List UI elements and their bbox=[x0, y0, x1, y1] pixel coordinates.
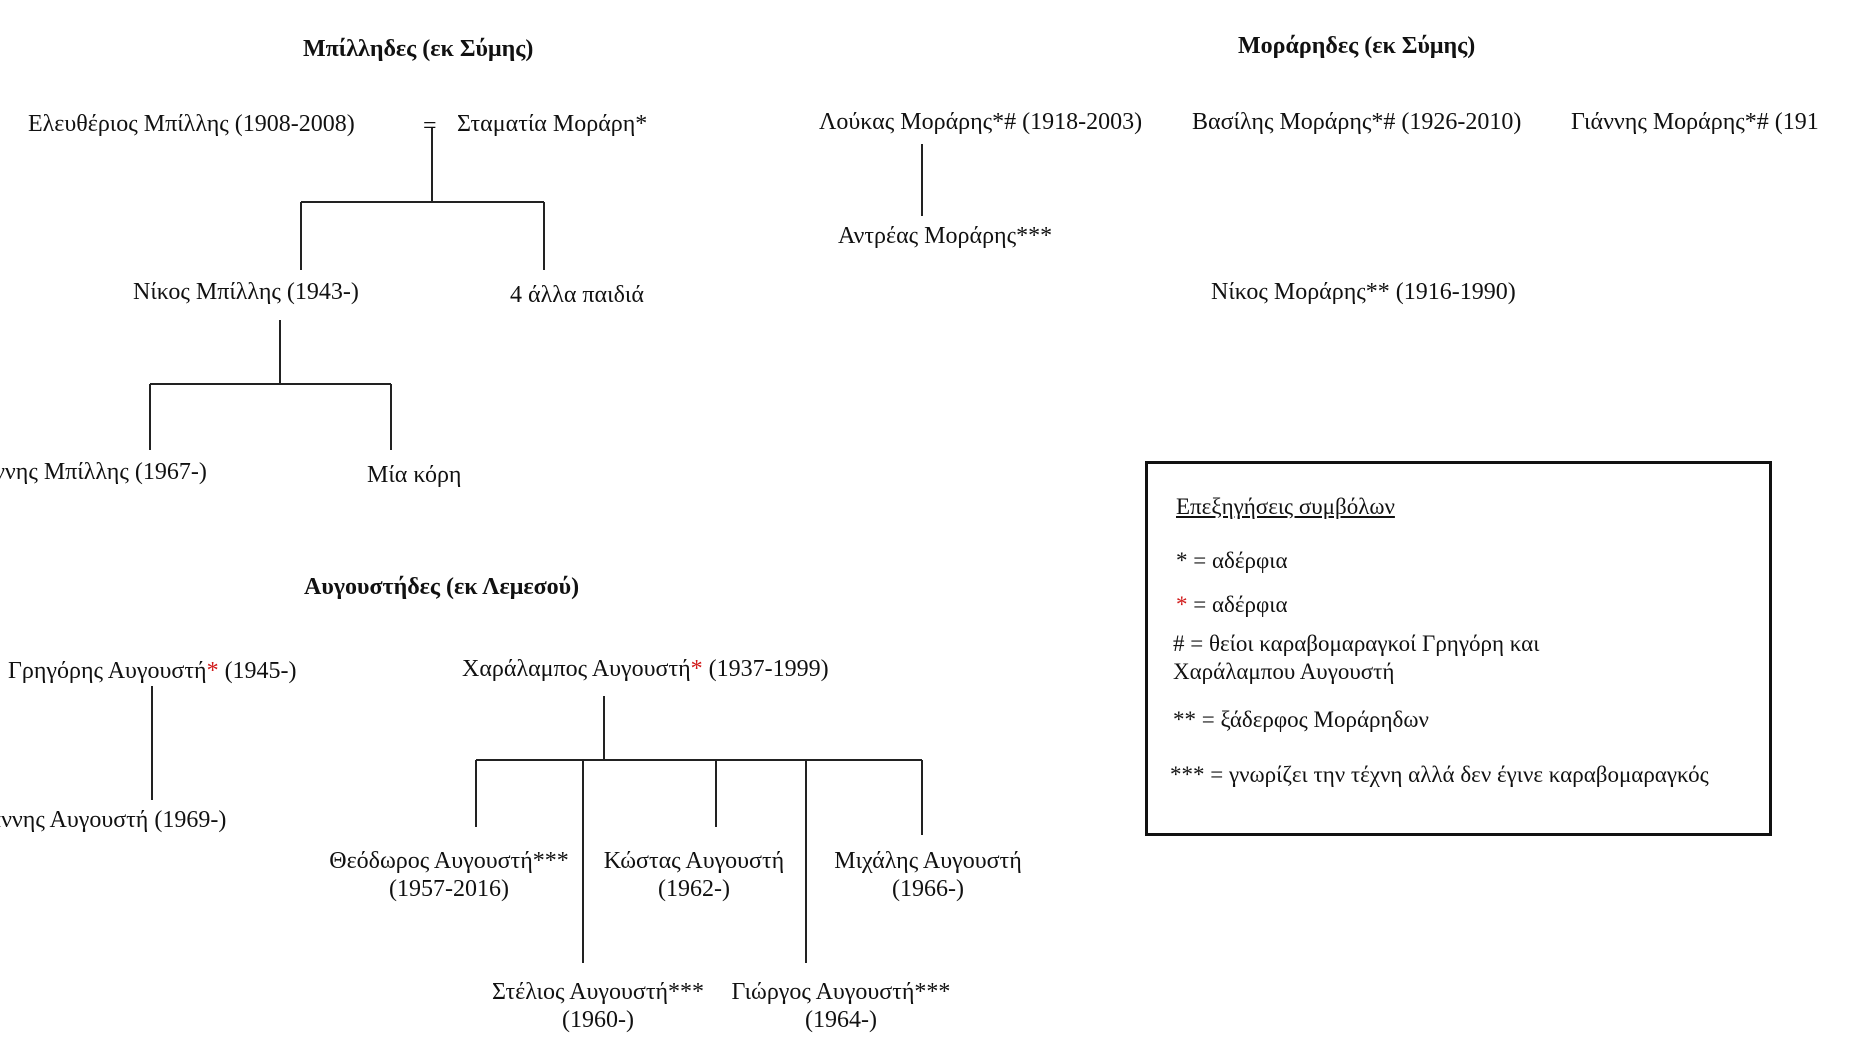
person-antreas-moraris: Αντρέας Μοράρης*** bbox=[838, 223, 1053, 249]
morarides-title: Μοράρηδες (εκ Σύμης) bbox=[1238, 33, 1476, 59]
legend-text: = αδέρφια bbox=[1187, 592, 1288, 617]
charalambos-red-mark: * bbox=[690, 656, 703, 682]
charalambos-name: Χαράλαμπος Αυγουστή bbox=[462, 656, 691, 682]
other-children: 4 άλλα παιδιά bbox=[510, 282, 644, 308]
grigoris-name: Γρηγόρης Αυγουστή bbox=[8, 658, 207, 684]
legend-row-uncles: # = θείοι καραβομαραγκοί Γρηγόρη και Χαρ… bbox=[1173, 630, 1539, 686]
person-years: (1962-) bbox=[658, 876, 730, 902]
person-giannis-moraris: Γιάννης Μοράρης*# (191 bbox=[1571, 109, 1819, 135]
legend-text: = αδέρφια bbox=[1187, 548, 1288, 573]
person-name: Κώστας Αυγουστή bbox=[603, 848, 785, 874]
legend-symbol-red-star: * bbox=[1176, 592, 1188, 617]
person-name: Θεόδωρος Αυγουστή*** bbox=[329, 848, 569, 874]
person-kostas-avgousti: Κώστας Αυγουστή (1962-) bbox=[584, 847, 804, 903]
person-grigoris-avgousti: Γρηγόρης Αυγουστή* (1945-) bbox=[8, 657, 297, 685]
person-vasilis-moraris: Βασίλης Μοράρης*# (1926-2010) bbox=[1192, 109, 1522, 135]
person-years: (1966-) bbox=[892, 876, 964, 902]
legend-text-line1: # = θείοι καραβομαραγκοί Γρηγόρη και bbox=[1173, 631, 1540, 656]
grigoris-years: (1945-) bbox=[218, 658, 297, 684]
person-stamatia-morari: Σταματία Μοράρη* bbox=[457, 111, 648, 137]
legend-symbol-star: * bbox=[1176, 548, 1188, 573]
person-years: (1964-) bbox=[805, 1007, 877, 1033]
legend-row-siblings: * = αδέρφια bbox=[1176, 547, 1288, 575]
legend-title: Επεξηγήσεις συμβόλων bbox=[1176, 494, 1395, 519]
person-name: Στέλιος Αυγουστή*** bbox=[491, 979, 705, 1005]
person-loukas-moraris: Λούκας Μοράρης*# (1918-2003) bbox=[819, 109, 1143, 135]
person-michalis-avgousti: Μιχάλης Αυγουστή (1966-) bbox=[818, 847, 1038, 903]
legend-row-knows-craft: *** = γνωρίζει την τέχνη αλλά δεν έγινε … bbox=[1170, 762, 1709, 787]
person-daughter: Μία κόρη bbox=[367, 462, 462, 488]
person-name: Μιχάλης Αυγουστή bbox=[834, 848, 1022, 874]
person-nikos-billis: Νίκος Μπίλλης (1943-) bbox=[133, 279, 359, 305]
avgoustides-title: Αυγουστήδες (εκ Λεμεσού) bbox=[304, 574, 580, 600]
person-grigoris-child: Γιάννης Αυγουστή (1969-) bbox=[0, 807, 227, 833]
billides-title: Μπίλληδες (εκ Σύμης) bbox=[303, 36, 534, 62]
person-years: (1960-) bbox=[562, 1007, 634, 1033]
legend-row-cousin: ** = ξάδερφος Μοράρηδων bbox=[1173, 707, 1429, 732]
marriage-sign: = bbox=[423, 113, 437, 139]
person-grandson-billis: Γιάννης Μπίλλης (1967-) bbox=[0, 459, 207, 485]
person-eleftherios-billis: Ελευθέριος Μπίλλης (1908-2008) bbox=[28, 111, 355, 137]
legend-box: Επεξηγήσεις συμβόλων * = αδέρφια * = αδέ… bbox=[1145, 461, 1772, 836]
person-theodoros-avgousti: Θεόδωρος Αυγουστή*** (1957-2016) bbox=[316, 847, 582, 903]
person-stelios-avgousti: Στέλιος Αυγουστή*** (1960-) bbox=[478, 978, 718, 1034]
person-name: Γιώργος Αυγουστή*** bbox=[731, 979, 951, 1005]
person-nikos-moraris: Νίκος Μοράρης** (1916-1990) bbox=[1211, 279, 1516, 305]
person-years: (1957-2016) bbox=[389, 876, 509, 902]
legend-text-line2: Χαράλαμπου Αυγουστή bbox=[1173, 659, 1395, 684]
grigoris-red-mark: * bbox=[206, 658, 219, 684]
legend-row-siblings-red: * = αδέρφια bbox=[1176, 591, 1288, 619]
person-charalambos-avgousti: Χαράλαμπος Αυγουστή* (1937-1999) bbox=[462, 655, 829, 683]
charalambos-years: (1937-1999) bbox=[702, 656, 829, 682]
person-giorgos-avgousti: Γιώργος Αυγουστή*** (1964-) bbox=[718, 978, 964, 1034]
